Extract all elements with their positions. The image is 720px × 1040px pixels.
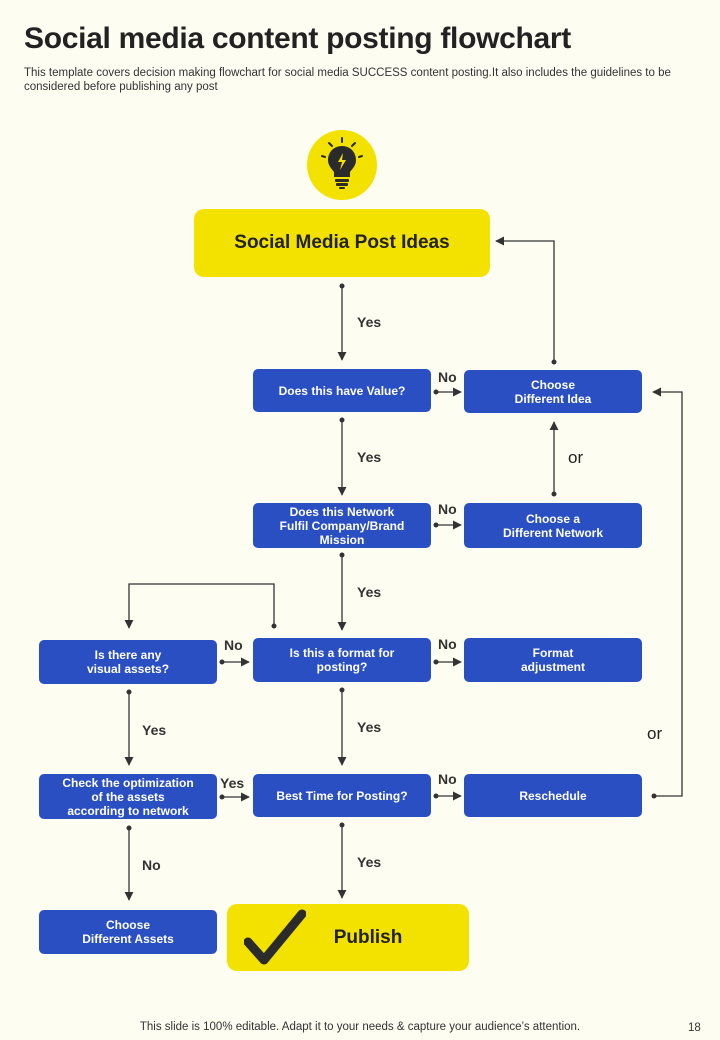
arrow-format-to-visual <box>124 583 275 629</box>
node-format-for-posting: Is this a format for posting? <box>253 638 431 682</box>
node-best-time-for-posting: Best Time for Posting? <box>253 774 431 817</box>
node-does-this-have-value: Does this have Value? <box>253 369 431 412</box>
node-check-optimization: Check the optimization of the assets acc… <box>39 774 217 819</box>
label-yes: Yes <box>357 314 382 330</box>
arrow-reschedule-loop <box>652 387 683 797</box>
label-no: No <box>224 637 243 653</box>
node-social-media-post-ideas: Social Media Post Ideas <box>194 209 490 277</box>
arrow-idea-loop <box>495 236 555 362</box>
label-yes: Yes <box>357 719 382 735</box>
label-yes: Yes <box>142 722 167 738</box>
label-yes: Yes <box>357 584 382 600</box>
label-no: No <box>438 369 457 385</box>
label-or: or <box>568 448 584 467</box>
label-yes: Yes <box>220 775 245 791</box>
label-no: No <box>438 636 457 652</box>
lightbulb-icon <box>307 130 377 200</box>
node-choose-different-idea: Choose Different Idea <box>464 370 642 413</box>
label-yes: Yes <box>357 449 382 465</box>
label-no: No <box>438 501 457 517</box>
page-number: 18 <box>688 1022 701 1034</box>
node-format-adjustment: Format adjustment <box>464 638 642 682</box>
node-choose-different-network: Choose a Different Network <box>464 503 642 548</box>
label-or: or <box>647 724 663 743</box>
node-visual-assets: Is there any visual assets? <box>39 640 217 684</box>
node-reschedule: Reschedule <box>464 774 642 817</box>
node-network-mission: Does this Network Fulfil Company/Brand M… <box>253 503 431 548</box>
footer-note: This slide is 100% editable. Adapt it to… <box>139 1021 581 1033</box>
label-yes: Yes <box>357 854 382 870</box>
label-no: No <box>438 771 457 787</box>
node-choose-different-assets: Choose Different Assets <box>39 910 217 954</box>
page-title: Social media content posting flowchart <box>24 22 571 55</box>
checkmark-icon <box>244 909 306 965</box>
label-no: No <box>142 857 161 873</box>
page-subtitle: This template covers decision making flo… <box>24 67 671 93</box>
